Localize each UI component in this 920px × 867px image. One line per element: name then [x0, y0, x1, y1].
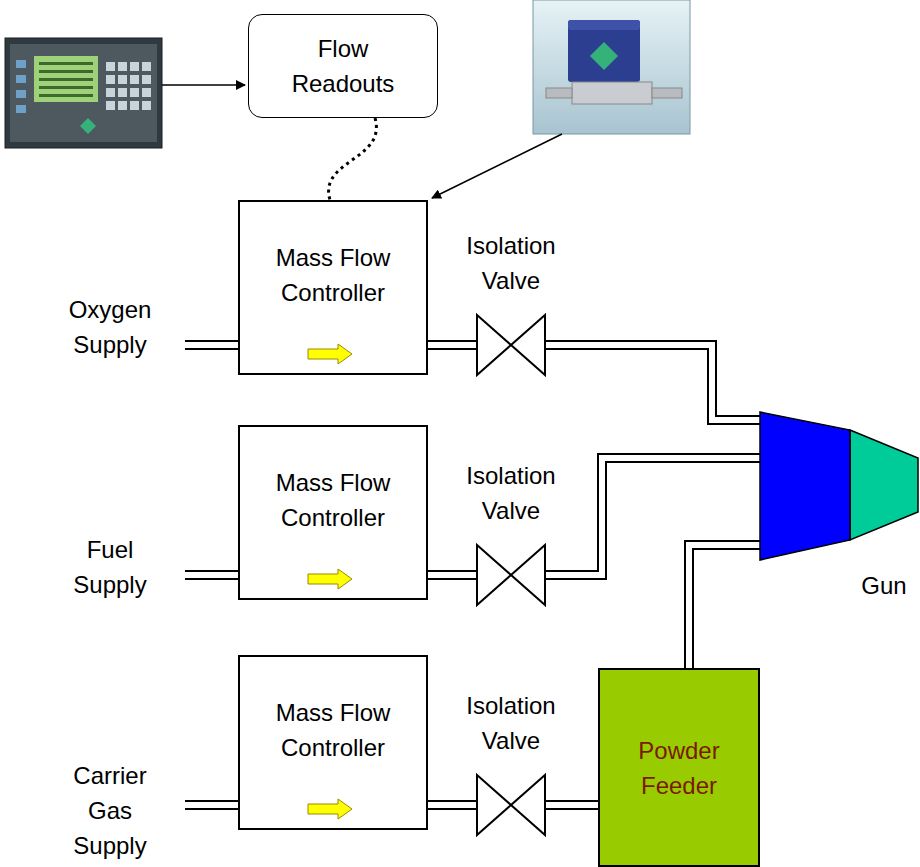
gas-pipe [567, 805, 598, 806]
pipe-outer [428, 340, 455, 350]
mass-flow-controller: Mass Flow Controller [238, 655, 428, 830]
pipe-outer [428, 800, 455, 810]
device-display [34, 56, 98, 102]
node-label: Mass Flow Controller [250, 695, 416, 765]
pipe-outer [567, 800, 598, 810]
gas-pipe [689, 545, 760, 668]
dotted-link [329, 118, 377, 200]
pipe-inner [454, 802, 478, 808]
mfc-photo [533, 0, 690, 134]
gun-body [760, 412, 850, 560]
pipe-outer [455, 570, 477, 580]
node-label: Mass Flow Controller [250, 465, 416, 535]
node-label: Isolation Valve [455, 688, 567, 758]
pipe-inner [567, 802, 598, 808]
pipe-outer [545, 340, 567, 350]
pipe-outer [185, 570, 238, 580]
valve-bowtie [477, 315, 545, 375]
pipe-outer [455, 800, 477, 810]
keypad [106, 62, 151, 110]
display-line [39, 62, 93, 65]
supply-label: Fuel Supply [62, 532, 158, 602]
signal-link [329, 118, 377, 200]
pipe-inner [544, 572, 568, 578]
logo-diamond [590, 42, 618, 70]
pipe-outer [428, 570, 455, 580]
pipe-outer [455, 340, 477, 350]
pipe-inner [184, 572, 239, 578]
device-body [568, 20, 640, 82]
logo-diamond [80, 118, 96, 134]
flow-arrow [308, 569, 352, 589]
fitting [546, 88, 572, 98]
device-base [572, 82, 652, 104]
isolation-valve: Isolation Valve [455, 458, 567, 610]
pipe-inner [184, 802, 239, 808]
readout-photo [5, 38, 162, 148]
flow-arrow [308, 344, 352, 364]
display-line [39, 78, 93, 81]
valve-bowtie [477, 775, 545, 835]
leader-arrow [162, 84, 245, 86]
gas-pipe [428, 345, 455, 346]
node-label: Isolation Valve [455, 458, 567, 528]
mass-flow-controller: Mass Flow Controller [238, 200, 428, 375]
pipe-inner [544, 342, 568, 348]
pipe-outer [545, 570, 567, 580]
gas-pipe [428, 805, 455, 806]
leader-arrow [432, 134, 562, 198]
gas-pipe [567, 458, 760, 575]
display-line [39, 94, 93, 97]
device-panel [10, 44, 157, 142]
pipe-inner [454, 572, 478, 578]
device-top [568, 20, 640, 30]
pipe-outer [567, 458, 760, 575]
flow-arrow [308, 799, 352, 819]
pipe-inner [454, 342, 478, 348]
mass-flow-controller: Mass Flow Controller [238, 425, 428, 600]
pipe-inner [428, 572, 455, 578]
pipe-inner [567, 345, 760, 420]
device-button [16, 90, 26, 98]
pipe-inner [428, 342, 455, 348]
device-button [16, 105, 26, 113]
photo-frame [5, 38, 162, 148]
powder-feeder: Powder Feeder [598, 668, 760, 867]
spray-gun: Gun [760, 400, 920, 610]
gas-pipe [428, 575, 455, 576]
isolation-valve: Isolation Valve [455, 228, 567, 380]
pipe-inner [184, 342, 239, 348]
fitting [652, 88, 682, 98]
supply-label: Oxygen Supply [62, 292, 158, 362]
valve-bowtie [477, 545, 545, 605]
supply-label: Carrier Gas Supply [62, 758, 158, 863]
pipe-inner [567, 458, 760, 575]
pipe-inner [428, 802, 455, 808]
node-label: Isolation Valve [455, 228, 567, 298]
device-button [16, 75, 26, 83]
gas-pipe [567, 345, 760, 420]
node-label: Mass Flow Controller [250, 240, 416, 310]
pipe-outer [545, 800, 567, 810]
pipe-inner [544, 802, 568, 808]
pipe-outer [689, 545, 760, 668]
device-button [16, 60, 26, 68]
readout-box: Flow Readouts [248, 14, 438, 118]
isolation-valve: Isolation Valve [455, 688, 567, 840]
supply-pipes [184, 345, 239, 805]
photo-frame [533, 0, 690, 134]
pipe-inner [689, 545, 760, 668]
gun-nozzle [850, 430, 918, 540]
node-label: Powder Feeder [624, 733, 734, 803]
node-label: Flow Readouts [278, 31, 408, 101]
display-line [39, 86, 93, 89]
pipe-outer [185, 800, 238, 810]
display-line [39, 70, 93, 73]
pipe-outer [185, 340, 238, 350]
node-label: Gun [852, 568, 916, 603]
pipe-outer [567, 345, 760, 420]
